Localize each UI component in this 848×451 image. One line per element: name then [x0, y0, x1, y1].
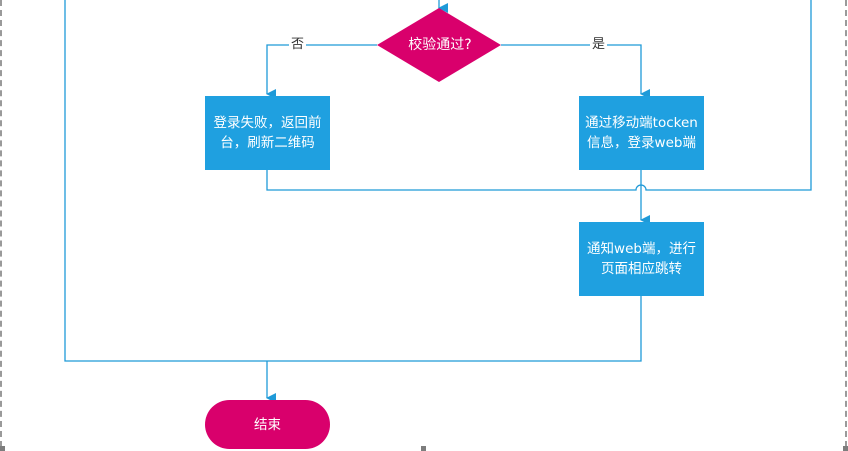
connector-loop-back: [266, 0, 812, 191]
process-notify-web[interactable]: 通知web端，进行页面相应跳转: [579, 222, 704, 296]
connector-outer-left: [64, 0, 642, 362]
resize-handle-bottom-left[interactable]: [0, 446, 5, 451]
edge-label-no: 否: [289, 37, 307, 52]
decision-diamond[interactable]: [377, 8, 501, 82]
terminal-end-text: 结束: [254, 416, 281, 433]
decision-label: 校验通过?: [408, 37, 472, 53]
terminal-end[interactable]: 结束: [205, 400, 330, 449]
process-login-failed[interactable]: 登录失败，返回前台，刷新二维码: [205, 96, 330, 170]
process-notify-web-text: 通知web端，进行页面相应跳转: [587, 241, 696, 277]
resize-handle-bottom-center[interactable]: [421, 446, 426, 451]
page-border-left: [0, 0, 2, 447]
page-border-right: [845, 0, 847, 447]
process-login-web[interactable]: 通过移动端tocken信息，登录web端: [579, 96, 704, 170]
resize-handle-bottom-right[interactable]: [843, 446, 848, 451]
process-login-failed-text: 登录失败，返回前台，刷新二维码: [213, 115, 322, 151]
edge-label-yes: 是: [590, 37, 608, 52]
process-login-web-text: 通过移动端tocken信息，登录web端: [585, 115, 698, 151]
connector-no: [266, 44, 377, 99]
connector-yes: [501, 44, 650, 99]
